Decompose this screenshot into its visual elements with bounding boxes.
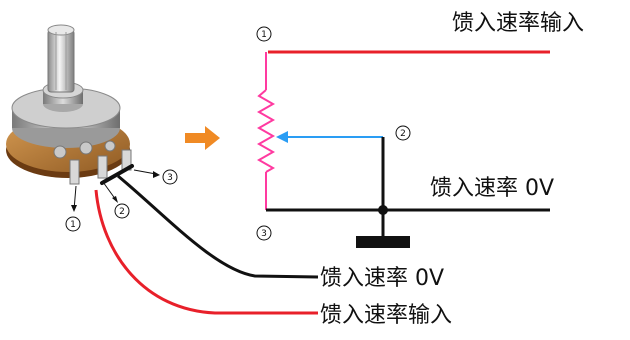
orange-arrow-icon (185, 126, 220, 150)
photo-pin-2-label: 2 (119, 207, 125, 217)
photo-pin-1-marker: 1 (65, 185, 81, 232)
schematic-pin-2-label: 2 (400, 129, 406, 139)
photo-pin-2-marker: 2 (102, 181, 130, 219)
schematic: 1 馈入速率输入 2 馈入速率 0V 3 (256, 11, 584, 248)
schematic-input-label: 馈入速率输入 (452, 11, 584, 36)
ground-symbol-icon (356, 236, 410, 248)
schematic-pin-3-label: 3 (261, 229, 267, 239)
wiper-arrow-icon (276, 131, 383, 143)
potentiometer-icon (6, 24, 132, 185)
photo-pin-3-label: 3 (167, 173, 173, 183)
photo-pin-3-marker: 3 (133, 169, 178, 185)
junction-dot (378, 205, 388, 215)
input-wire (94, 189, 318, 315)
resistor-icon (256, 52, 276, 210)
photo-ground-label: 馈入速率 0V (320, 266, 444, 291)
ground-wire (117, 174, 319, 279)
pin2-pin3-jumper (100, 164, 134, 185)
photo-pin-1-label: 1 (70, 220, 76, 230)
schematic-ground-label: 馈入速率 0V (430, 176, 554, 201)
photo-input-label: 馈入速率输入 (320, 303, 452, 328)
schematic-pin-1-label: 1 (261, 30, 267, 40)
